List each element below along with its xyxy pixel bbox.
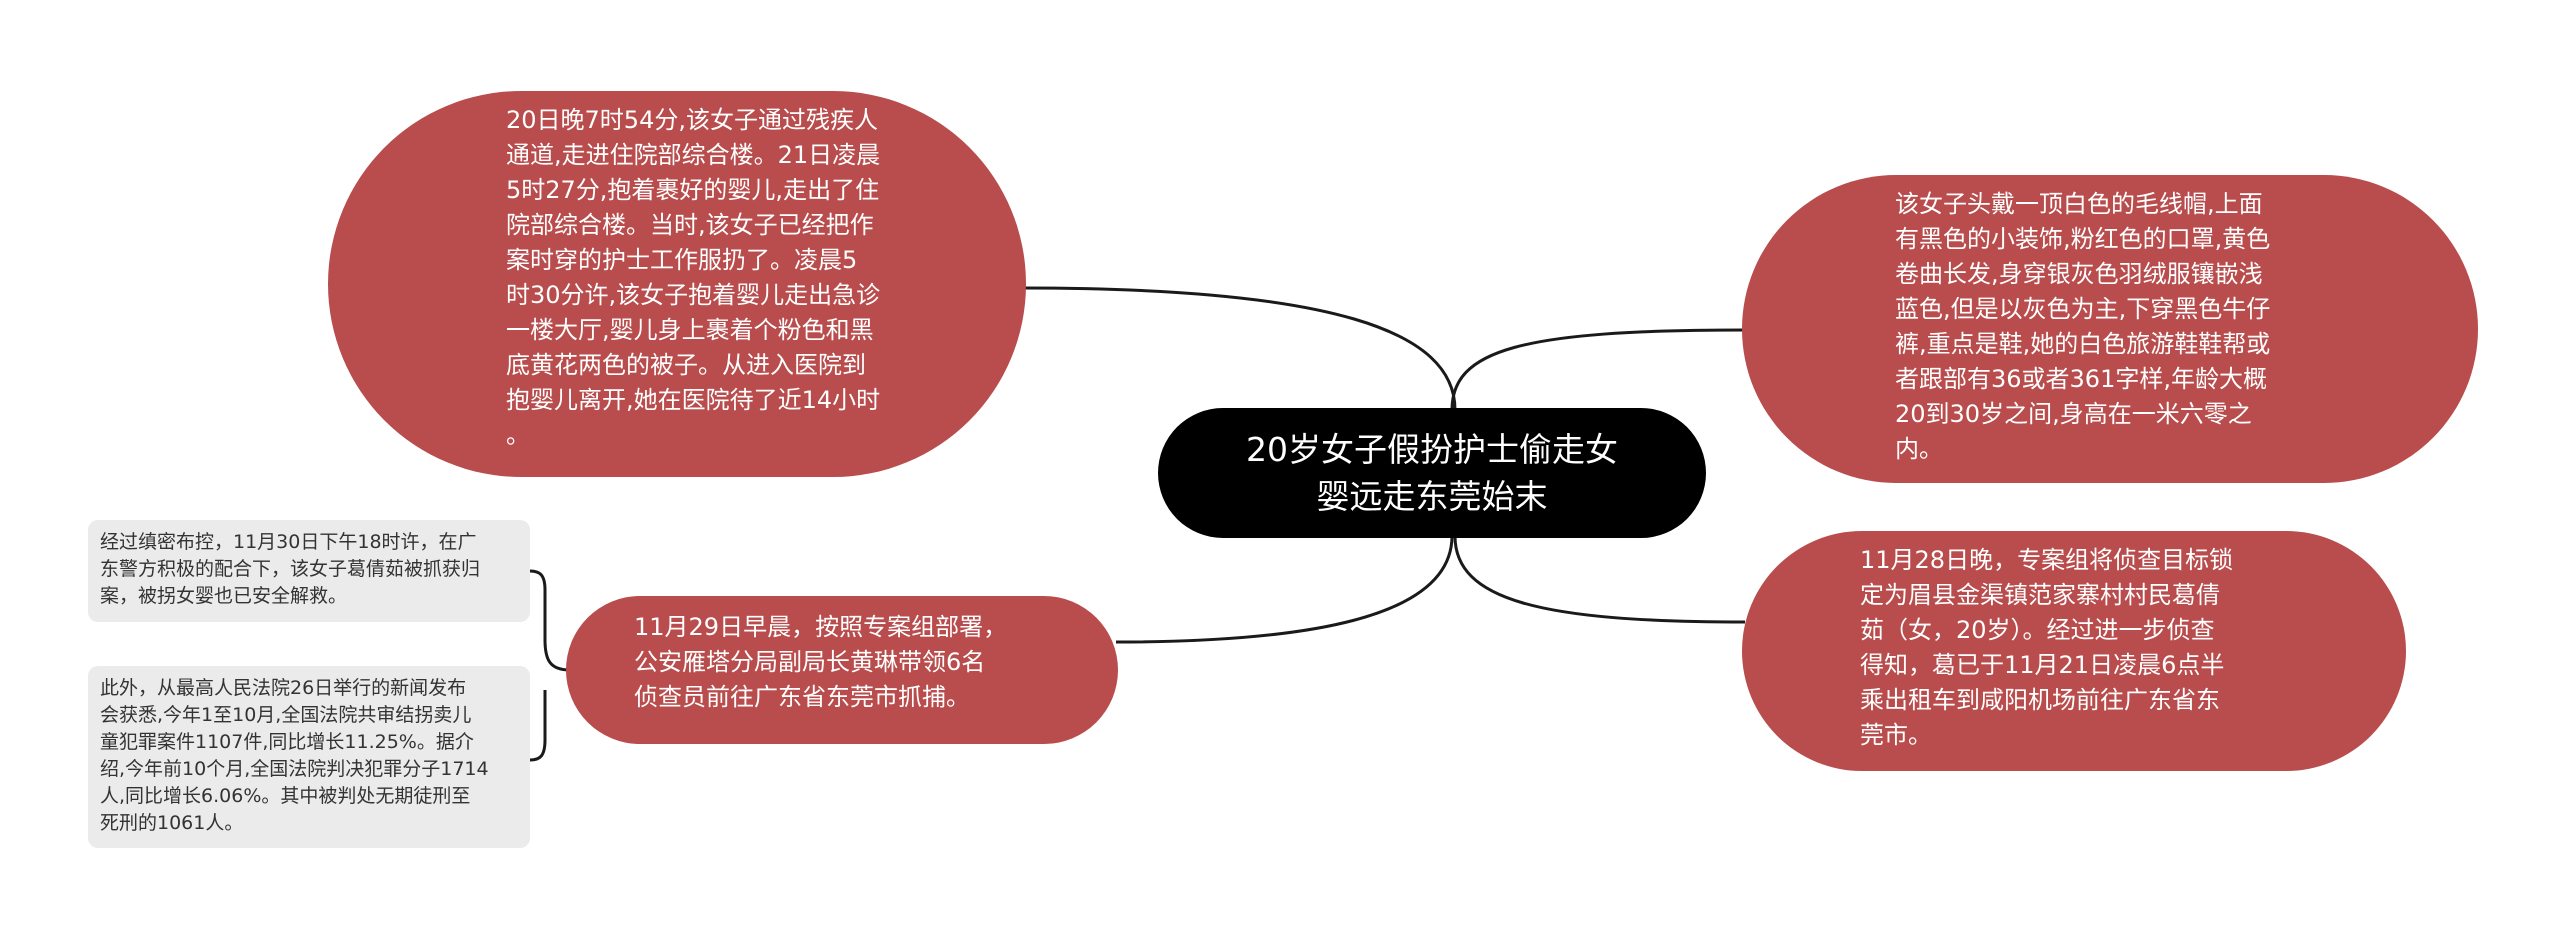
leaf-text-line: 会获悉,今年1至10月,全国法院共审结拐卖儿	[100, 704, 472, 726]
connector-central-top-left	[1022, 286, 1457, 411]
branch-text-line: 通道,走进住院部综合楼。21日凌晨	[506, 141, 881, 169]
leaf-text-line: 死刑的1061人。	[100, 812, 244, 834]
branch-text-line: 时30分许,该女子抱着婴儿走出急诊	[506, 281, 881, 309]
branch-text-line: 有黑色的小装饰,粉红色的口罩,黄色	[1895, 225, 2271, 253]
branch-text-line: 一楼大厅,婴儿身上裹着个粉色和黑	[506, 316, 874, 344]
branch-text-line: 蓝色,但是以灰色为主,下穿黑色牛仔	[1895, 295, 2271, 323]
branch-top-right[interactable]: 该女子头戴一顶白色的毛线帽,上面 有黑色的小装饰,粉红色的口罩,黄色 卷曲长发,…	[1742, 175, 2478, 483]
leaf-text-line: 人,同比增长6.06%。其中被判处无期徒刑至	[100, 785, 471, 807]
branch-bottom-left[interactable]: 11月29日早晨，按照专案组部署， 公安雁塔分局副局长黄琳带领6名 侦查员前往广…	[566, 596, 1118, 744]
leaf-node-court-statistics[interactable]: 此外，从最高人民法院26日举行的新闻发布 会获悉,今年1至10月,全国法院共审结…	[88, 666, 530, 848]
branch-text-line: 侦查员前往广东省东莞市抓捕。	[634, 683, 970, 711]
branch-text-line: 莞市。	[1860, 721, 1932, 749]
central-topic-line: 20岁女子假扮护士偷走女	[1246, 430, 1618, 469]
leaf-node-arrest[interactable]: 经过缜密布控，11月30日下午18时许，在广 东警方积极的配合下，该女子葛倩茹被…	[88, 520, 530, 622]
central-topic[interactable]: 20岁女子假扮护士偷走女 婴远走东莞始末	[1158, 408, 1706, 538]
branch-text-line: 内。	[1895, 435, 1943, 463]
branch-text-line: 茹（女，20岁）。经过进一步侦查	[1860, 616, 2215, 644]
connector-bottom-left-bracket	[529, 569, 571, 762]
branch-text-line: 20日晚7时54分,该女子通过残疾人	[506, 106, 878, 134]
branch-text-line: 者跟部有36或者361字样,年龄大概	[1895, 365, 2267, 393]
leaf-text-line: 经过缜密布控，11月30日下午18时许，在广	[100, 531, 477, 553]
branch-text-line: 底黄花两色的被子。从进入医院到	[506, 351, 866, 379]
branch-text-line: 裤,重点是鞋,她的白色旅游鞋鞋帮或	[1895, 330, 2271, 358]
leaf-text-line: 东警方积极的配合下，该女子葛倩茹被抓获归	[100, 558, 481, 580]
branch-text-line: 20到30岁之间,身高在一米六零之	[1895, 400, 2252, 428]
branch-text-line: 11月28日晚，专案组将侦查目标锁	[1860, 546, 2234, 574]
branch-text-line: 卷曲长发,身穿银灰色羽绒服镶嵌浅	[1895, 260, 2263, 288]
branch-text-line: 抱婴儿离开,她在医院待了近14小时	[506, 386, 881, 414]
leaf-text-line: 案，被拐女婴也已安全解救。	[100, 585, 348, 607]
branch-text-line: 11月29日早晨，按照专案组部署，	[634, 613, 1008, 641]
branch-text-line: 院部综合楼。当时,该女子已经把作	[506, 211, 874, 239]
branch-text-line: 得知，葛已于11月21日凌晨6点半	[1860, 651, 2225, 679]
branch-text-line: 案时穿的护士工作服扔了。凌晨5	[506, 246, 858, 274]
branch-text-line: 。	[506, 421, 530, 449]
branch-text-line: 乘出租车到咸阳机场前往广东省东	[1860, 686, 2220, 714]
branch-top-left[interactable]: 20日晚7时54分,该女子通过残疾人 通道,走进住院部综合楼。21日凌晨 5时2…	[328, 91, 1026, 477]
connector-central-bottom-left	[1115, 535, 1454, 644]
leaf-text-line: 童犯罪案件1107件,同比增长11.25%。据介	[100, 731, 474, 753]
branch-text-line: 公安雁塔分局副局长黄琳带领6名	[634, 648, 986, 676]
central-topic-line: 婴远走东莞始末	[1316, 477, 1548, 516]
connector-central-top-right	[1450, 328, 1746, 411]
connector-central-bottom-right	[1453, 535, 1746, 624]
leaf-text-line: 此外，从最高人民法院26日举行的新闻发布	[100, 677, 467, 699]
branch-text-line: 5时27分,抱着裹好的婴儿,走出了住	[506, 176, 880, 204]
branch-text-line: 该女子头戴一顶白色的毛线帽,上面	[1895, 190, 2263, 218]
leaf-text-line: 绍,今年前10个月,全国法院判决犯罪分子1714	[100, 758, 489, 780]
branch-bottom-right[interactable]: 11月28日晚，专案组将侦查目标锁 定为眉县金渠镇范家寨村村民葛倩 茹（女，20…	[1742, 531, 2406, 771]
branch-text-line: 定为眉县金渠镇范家寨村村民葛倩	[1860, 581, 2220, 609]
